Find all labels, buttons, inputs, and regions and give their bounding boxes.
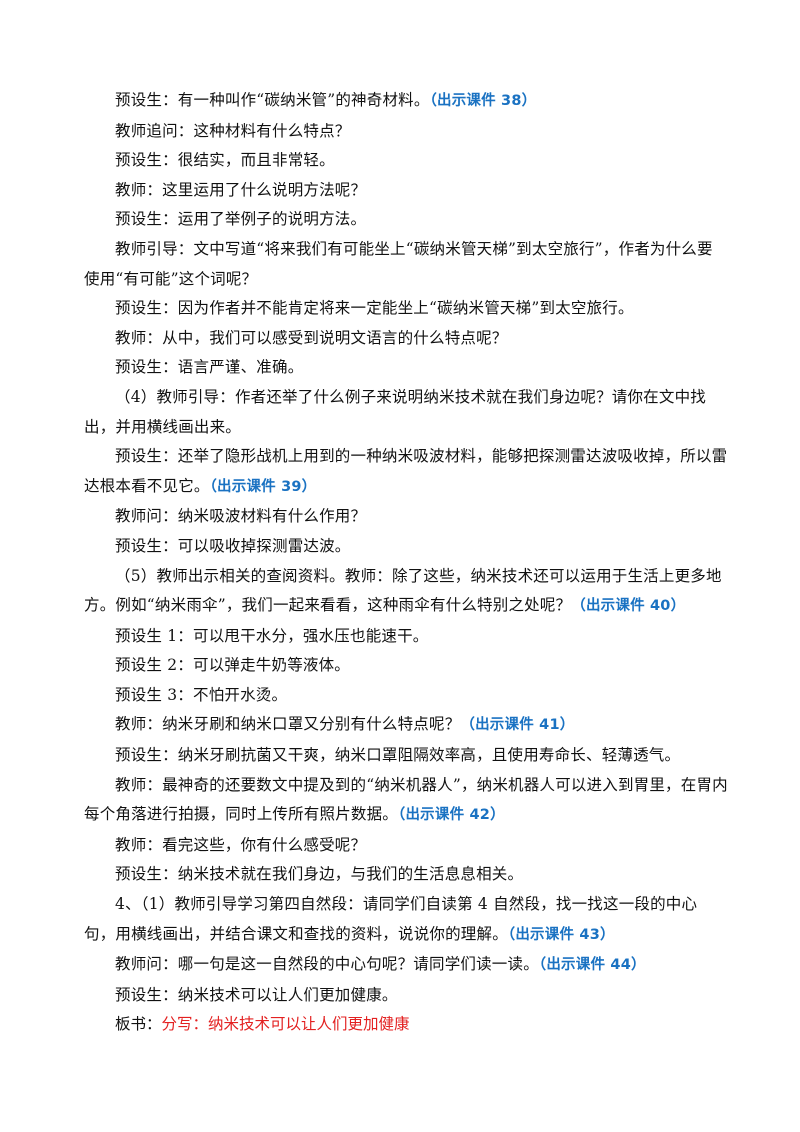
paragraph: 教师：从中，我们可以感受到说明文语言的什么特点呢？ bbox=[84, 324, 728, 354]
paragraph-text: 预设生：可以吸收掉探测雷达波。 bbox=[115, 536, 351, 555]
paragraph: 教师追问：这种材料有什么特点？ bbox=[84, 117, 728, 147]
paragraph-text: 教师问：纳米吸波材料有什么作用？ bbox=[115, 507, 367, 526]
paragraph-text: 预设生：纳米技术就在我们身边，与我们的生活息息相关。 bbox=[115, 865, 524, 884]
paragraph: 教师：纳米牙刷和纳米口罩又分别有什么特点呢？（出示课件 41） bbox=[84, 710, 728, 741]
paragraph: 教师：看完这些，你有什么感受呢？ bbox=[84, 831, 728, 861]
courseware-tag: （出示课件 39） bbox=[209, 478, 317, 495]
paragraph-text: 教师：看完这些，你有什么感受呢？ bbox=[115, 835, 367, 854]
paragraph-text: 教师追问：这种材料有什么特点？ bbox=[115, 121, 351, 140]
paragraph: 预设生 1：可以甩干水分，强水压也能速干。 bbox=[84, 622, 728, 652]
paragraph: （5）教师出示相关的查阅资料。教师：除了这些，纳米技术还可以运用于生活上更多地方… bbox=[84, 562, 728, 622]
paragraph-text: 预设生：纳米牙刷抗菌又干爽，纳米口罩阻隔效率高，且使用寿命长、轻薄透气。 bbox=[115, 746, 681, 765]
paragraph-text: （4）教师引导：作者还举了什么例子来说明纳米技术就在我们身边呢？请你在文中找出，… bbox=[84, 387, 706, 436]
paragraph-text: 教师：纳米牙刷和纳米口罩又分别有什么特点呢？ bbox=[115, 715, 461, 734]
paragraph-text: 4、（1）教师引导学习第四自然段：请同学们自读第 4 自然段，找一找这一段的中心… bbox=[84, 895, 698, 943]
paragraph: 预设生：可以吸收掉探测雷达波。 bbox=[84, 532, 728, 562]
paragraph: 预设生：很结实，而且非常轻。 bbox=[84, 146, 728, 176]
paragraph: 预设生：纳米牙刷抗菌又干爽，纳米口罩阻隔效率高，且使用寿命长、轻薄透气。 bbox=[84, 741, 728, 771]
paragraph-text: 预设生：还举了隐形战机上用到的一种纳米吸波材料，能够把探测雷达波吸收掉，所以雷达… bbox=[84, 447, 728, 495]
paragraph-text: 预设生 2：可以弹走牛奶等液体。 bbox=[115, 656, 350, 675]
courseware-tag: （出示课件 42） bbox=[398, 807, 505, 824]
paragraph: 预设生 2：可以弹走牛奶等液体。 bbox=[84, 651, 728, 681]
paragraph-text: 预设生：很结实，而且非常轻。 bbox=[115, 151, 335, 170]
paragraph-text: 教师引导：文中写道“将来我们有可能坐上“碳纳米管天梯”到太空旅行”，作者为什么要… bbox=[84, 239, 713, 288]
paragraph-text: 预设生：纳米技术可以让人们更加健康。 bbox=[115, 985, 398, 1004]
courseware-tag: （出示课件 44） bbox=[538, 957, 646, 974]
paragraph: 教师引导：文中写道“将来我们有可能坐上“碳纳米管天梯”到太空旅行”，作者为什么要… bbox=[84, 235, 728, 294]
paragraph: 教师：这里运用了什么说明方法呢？ bbox=[84, 176, 728, 206]
courseware-tag: （出示课件 41） bbox=[460, 717, 575, 734]
paragraph-text: 预设生：语言严谨、准确。 bbox=[115, 358, 304, 377]
paragraph: （4）教师引导：作者还举了什么例子来说明纳米技术就在我们身边呢？请你在文中找出，… bbox=[84, 383, 728, 442]
paragraph-text: 预设生：因为作者并不能肯定将来一定能坐上“碳纳米管天梯”到太空旅行。 bbox=[115, 299, 634, 318]
board-note: 板书：分写：纳米技术可以让人们更加健康 bbox=[84, 1010, 728, 1040]
paragraph: 预设生：因为作者并不能肯定将来一定能坐上“碳纳米管天梯”到太空旅行。 bbox=[84, 294, 728, 324]
paragraph-text: （5）教师出示相关的查阅资料。教师：除了这些，纳米技术还可以运用于生活上更多地方… bbox=[84, 566, 722, 615]
paragraph: 教师问：纳米吸波材料有什么作用？ bbox=[84, 502, 728, 532]
paragraph-text: 教师：这里运用了什么说明方法呢？ bbox=[115, 180, 367, 199]
paragraph: 教师：最神奇的还要数文中提及到的“纳米机器人”，纳米机器人可以进入到胃里，在胃内… bbox=[84, 771, 728, 831]
courseware-tag: （出示课件 43） bbox=[507, 926, 615, 943]
paragraph: 4、（1）教师引导学习第四自然段：请同学们自读第 4 自然段，找一找这一段的中心… bbox=[84, 890, 728, 950]
courseware-tag: （出示课件 38） bbox=[429, 93, 537, 109]
paragraph: 预设生：语言严谨、准确。 bbox=[84, 353, 728, 383]
paragraph-text: 预设生 1：可以甩干水分，强水压也能速干。 bbox=[115, 626, 429, 645]
paragraph: 预设生：还举了隐形战机上用到的一种纳米吸波材料，能够把探测雷达波吸收掉，所以雷达… bbox=[84, 442, 728, 502]
paragraph-text: 预设生：运用了举例子的说明方法。 bbox=[115, 210, 367, 229]
paragraph-text: 预设生：有一种叫作“碳纳米管”的神奇材料。 bbox=[115, 91, 430, 109]
paragraph-text: 预设生 3：不怕开水烫。 bbox=[115, 685, 288, 704]
paragraph: 预设生：运用了举例子的说明方法。 bbox=[84, 205, 728, 235]
paragraph: 预设生：纳米技术可以让人们更加健康。 bbox=[84, 981, 728, 1011]
paragraph-text: 教师：从中，我们可以感受到说明文语言的什么特点呢？ bbox=[115, 328, 508, 347]
paragraph: 预设生：有一种叫作“碳纳米管”的神奇材料。（出示课件 38） bbox=[84, 86, 728, 117]
paragraph: 教师问：哪一句是这一自然段的中心句呢？请同学们读一读。（出示课件 44） bbox=[84, 950, 728, 981]
courseware-tag: （出示课件 40） bbox=[571, 598, 686, 615]
paragraph-text: 教师：最神奇的还要数文中提及到的“纳米机器人”，纳米机器人可以进入到胃里，在胃内… bbox=[84, 775, 728, 824]
paragraph: 预设生 3：不怕开水烫。 bbox=[84, 681, 728, 711]
paragraph: 预设生：纳米技术就在我们身边，与我们的生活息息相关。 bbox=[84, 860, 728, 890]
board-content: 分写：纳米技术可以让人们更加健康 bbox=[161, 1015, 410, 1034]
paragraph-text: 教师问：哪一句是这一自然段的中心句呢？请同学们读一读。 bbox=[115, 955, 539, 974]
board-label: 板书： bbox=[115, 1015, 162, 1034]
